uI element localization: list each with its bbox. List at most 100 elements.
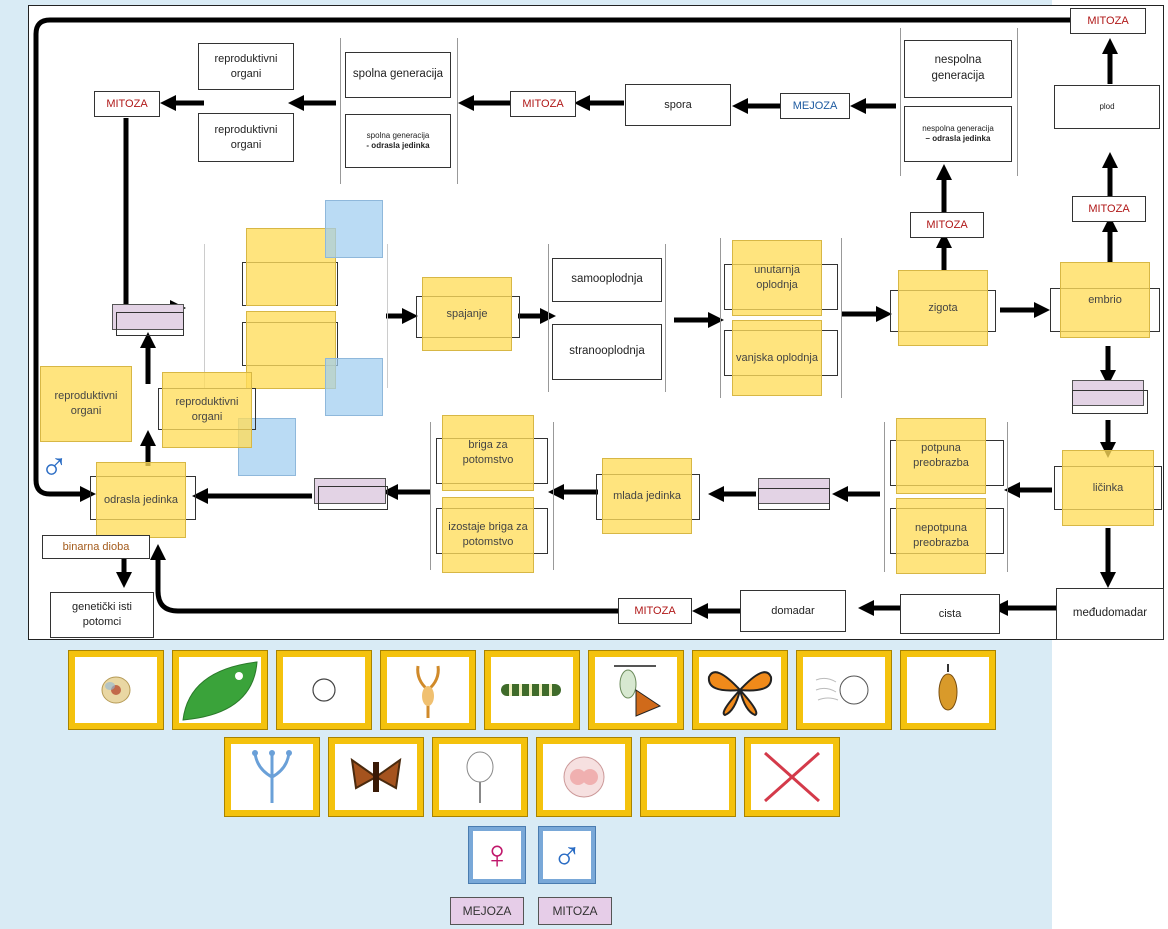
flower-organ-icon (387, 657, 469, 723)
bracket-spolna (340, 38, 458, 184)
label: spajanje (446, 307, 488, 320)
tile-caterpillar[interactable] (484, 650, 580, 730)
label: MEJOZA (792, 100, 838, 112)
mitoza-label-zigota: MITOZA (910, 212, 984, 238)
bracket-nespolna (900, 28, 1018, 176)
bracket-briga (430, 422, 554, 570)
nespolna-generacija: nespolna generacija (904, 40, 1012, 98)
drop-zone-pink-right[interactable] (1072, 380, 1144, 406)
tile-leaf[interactable] (172, 650, 268, 730)
drop-zone-blue-a[interactable] (325, 200, 383, 258)
male-symbol-icon: ♂ (543, 831, 591, 879)
drop-zone-gamete-a[interactable] (246, 228, 336, 306)
label: samooplodnja (571, 273, 643, 286)
two-cell-egg-icon (543, 744, 625, 810)
label: MITOZA (634, 605, 676, 617)
tile-ovule[interactable] (432, 737, 528, 817)
label: spolna generacija (352, 68, 444, 81)
samooplodnja: samooplodnja (552, 258, 662, 302)
tile-blank[interactable] (640, 737, 736, 817)
bracket-unutarnja (720, 238, 842, 398)
mitoza-label-bottom: MITOZA (618, 598, 692, 624)
tile-pistil[interactable] (224, 737, 320, 817)
medudomadar: međudomadar (1056, 588, 1164, 640)
reproduktivni-organi-left[interactable]: reproduktivni organi (40, 366, 132, 442)
mejoza-button[interactable]: MEJOZA (450, 897, 524, 925)
spajanje[interactable]: spajanje (422, 277, 512, 351)
label: MITOZA (522, 98, 564, 110)
potpuna-preobrazba[interactable]: potpuna preobrazba (896, 418, 986, 494)
blank-icon (647, 744, 729, 810)
egg-icon (75, 657, 157, 723)
chrysalis-butterfly-icon (595, 657, 677, 723)
reproduktivni-organi-top-a: reproduktivni organi (198, 43, 294, 90)
cross-icon (751, 744, 833, 810)
reproduktivni-organi-top-b: reproduktivni organi (198, 113, 294, 162)
briga-za-potomstvo[interactable]: briga za potomstvo (442, 415, 534, 491)
licinka[interactable]: ličinka (1062, 450, 1154, 526)
tile-butterfly[interactable] (692, 650, 788, 730)
tile-flower-organ[interactable] (380, 650, 476, 730)
label: MITOZA (926, 219, 968, 231)
mejoza-label-top: MEJOZA (780, 93, 850, 119)
drop-zone-pink-left[interactable] (112, 304, 184, 330)
drop-zone-blue-b[interactable] (325, 358, 383, 416)
tile-cross[interactable] (744, 737, 840, 817)
label: spora (664, 98, 692, 111)
binarna-dioba: binarna dioba (42, 535, 150, 559)
label: reproduktivni organi (214, 52, 278, 80)
label: potpuna preobrazba (913, 442, 969, 469)
loop-line-top (33, 17, 1070, 503)
label-bold: – odrasla jedinka (925, 134, 991, 143)
stranooplodnja: stranooplodnja (552, 324, 662, 380)
bracket-gametes (204, 244, 388, 388)
female-symbol-icon: ♀ (473, 831, 521, 879)
moth-icon (335, 744, 417, 810)
nepotpuna-preobrazba[interactable]: nepotpuna preobrazba (896, 498, 986, 574)
tile-sperm-egg[interactable] (796, 650, 892, 730)
label: MITOZA (552, 904, 598, 918)
mitoza-label-topleft: MITOZA (94, 91, 160, 117)
zigota[interactable]: zigota (898, 270, 988, 346)
label: binarna dioba (62, 540, 130, 553)
label: embrio (1088, 293, 1122, 306)
unutarnja-oplodnja[interactable]: unutarnja oplodnja (732, 240, 822, 316)
tile-two-cell-egg[interactable] (536, 737, 632, 817)
cista: cista (900, 594, 1000, 634)
drop-zone-pink-bottom-left[interactable] (314, 478, 386, 504)
odrasla-jedinka[interactable]: odrasla jedinka (96, 462, 186, 538)
label: stranooplodnja (569, 345, 645, 358)
label: nespolna generacija (922, 124, 994, 134)
circle-icon (283, 657, 365, 723)
tile-pupa[interactable] (900, 650, 996, 730)
mitoza-button[interactable]: MITOZA (538, 897, 612, 925)
embrio[interactable]: embrio (1060, 262, 1150, 338)
tile-moth[interactable] (328, 737, 424, 817)
loop-line-bottom (149, 543, 618, 614)
izostaje-briga[interactable]: izostaje briga za potomstvo (442, 497, 534, 573)
geneticki-isti-potomci: genetički isti potomci (50, 592, 154, 638)
mlada-jedinka[interactable]: mlada jedinka (602, 458, 692, 534)
reproduktivni-organi-mid[interactable]: reproduktivni organi (162, 372, 252, 448)
label: domadar (771, 604, 815, 617)
label: zigota (928, 301, 958, 314)
slot-pink-right (1072, 390, 1148, 414)
tile-female[interactable]: ♀ (468, 826, 526, 884)
tile-chrysalis-butterfly[interactable] (588, 650, 684, 730)
tile-circle[interactable] (276, 650, 372, 730)
vanjska-oplodnja[interactable]: vanjska oplodnja (732, 320, 822, 396)
tile-male[interactable]: ♂ (538, 826, 596, 884)
label-bold: - odrasla jedinka (366, 141, 430, 150)
slot-pink-bottom-left (318, 486, 388, 510)
drop-zone-pink-bottom-mid[interactable] (758, 478, 830, 504)
drop-zone-gamete-b[interactable] (246, 311, 336, 389)
domadar: domadar (740, 590, 846, 632)
label: cista (938, 607, 962, 620)
mitoza-label-topright: MITOZA (1070, 8, 1146, 34)
tile-egg[interactable] (68, 650, 164, 730)
bracket-preobrazba (884, 422, 1008, 572)
label: MITOZA (1087, 15, 1129, 27)
label: MEJOZA (462, 904, 512, 918)
